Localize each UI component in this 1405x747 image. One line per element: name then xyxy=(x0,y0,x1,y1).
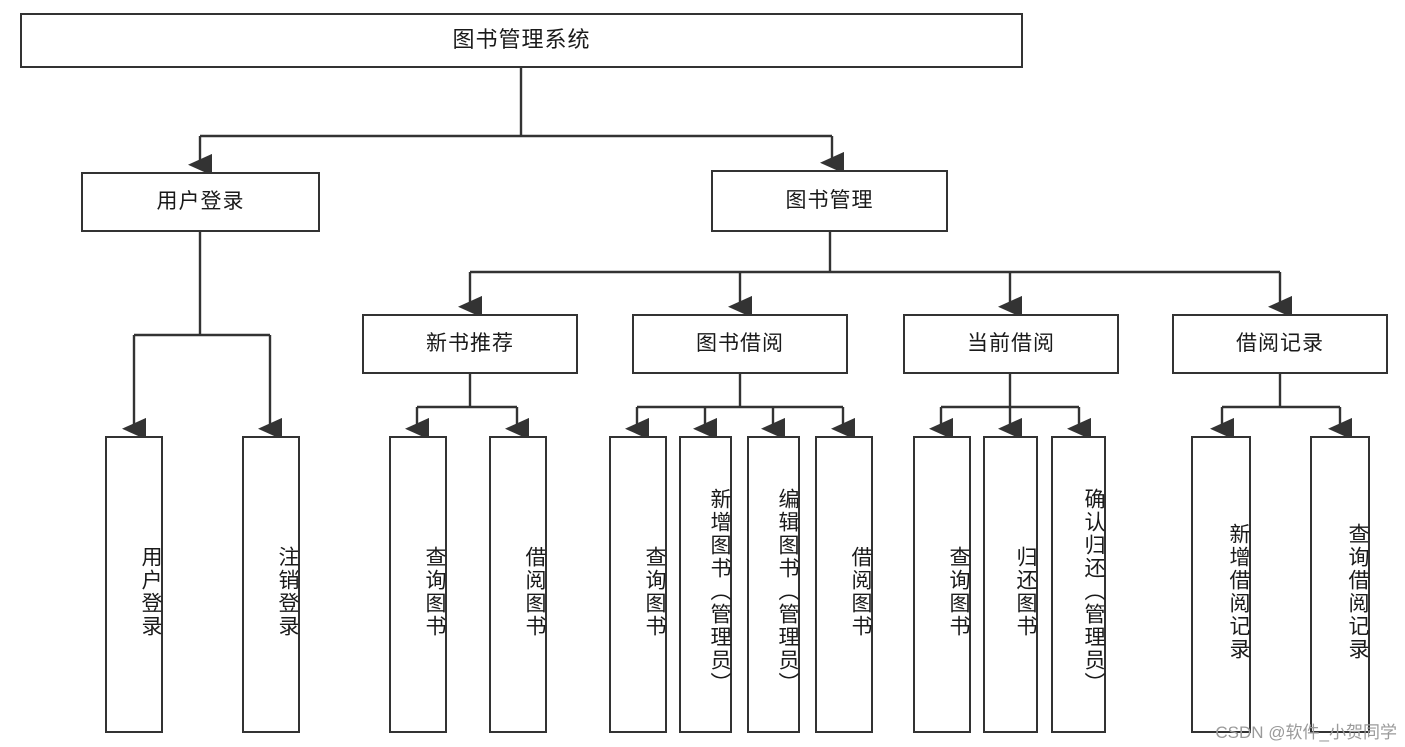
node-root-book-management-system[interactable]: 图书管理系统 xyxy=(20,13,1023,68)
node-leaf-borrow-book[interactable]: 借阅图书 xyxy=(815,436,873,733)
node-leaf-confirm-return-admin[interactable]: 确认归还（管理员） xyxy=(1051,436,1106,733)
node-label: 借阅记录 xyxy=(1236,332,1324,356)
node-current-borrowing[interactable]: 当前借阅 xyxy=(903,314,1119,374)
node-label: 查询借阅记录 xyxy=(1346,522,1369,661)
node-label: 当前借阅 xyxy=(967,332,1055,356)
node-leaf-user-login[interactable]: 用户登录 xyxy=(105,436,163,733)
node-book-borrowing[interactable]: 图书借阅 xyxy=(632,314,848,374)
node-leaf-query-book-recommend[interactable]: 查询图书 xyxy=(389,436,447,733)
node-label: 归还图书 xyxy=(1014,545,1037,638)
node-leaf-query-book-current[interactable]: 查询图书 xyxy=(913,436,971,733)
node-label: 确认归还（管理员） xyxy=(1082,488,1105,695)
node-label: 用户登录 xyxy=(156,190,245,214)
node-leaf-return-book[interactable]: 归还图书 xyxy=(983,436,1038,733)
node-user-login[interactable]: 用户登录 xyxy=(81,172,320,232)
node-label: 查询图书 xyxy=(947,545,970,638)
node-leaf-logout[interactable]: 注销登录 xyxy=(242,436,300,733)
node-label: 图书管理系统 xyxy=(452,27,591,53)
node-label: 新书推荐 xyxy=(426,332,514,356)
node-label: 用户登录 xyxy=(139,545,162,638)
node-leaf-edit-book-admin[interactable]: 编辑图书（管理员） xyxy=(747,436,800,733)
node-leaf-add-borrow-record[interactable]: 新增借阅记录 xyxy=(1191,436,1251,733)
node-label: 编辑图书（管理员） xyxy=(776,488,799,695)
node-label: 查询图书 xyxy=(643,545,666,638)
node-new-book-recommendation[interactable]: 新书推荐 xyxy=(362,314,578,374)
node-label: 图书管理 xyxy=(785,189,874,213)
node-leaf-query-borrow-record[interactable]: 查询借阅记录 xyxy=(1310,436,1370,733)
node-label: 借阅图书 xyxy=(523,545,546,638)
node-borrowing-records[interactable]: 借阅记录 xyxy=(1172,314,1388,374)
node-label: 新增借阅记录 xyxy=(1227,522,1250,661)
node-book-management[interactable]: 图书管理 xyxy=(711,170,948,232)
node-leaf-query-book-borrow[interactable]: 查询图书 xyxy=(609,436,667,733)
node-leaf-add-book-admin[interactable]: 新增图书（管理员） xyxy=(679,436,732,733)
node-leaf-borrow-book-recommend[interactable]: 借阅图书 xyxy=(489,436,547,733)
node-label: 查询图书 xyxy=(423,545,446,638)
node-label: 注销登录 xyxy=(276,545,299,638)
watermark: CSDN @软件_小贺同学 xyxy=(1215,723,1397,742)
node-label: 借阅图书 xyxy=(849,545,872,638)
node-label: 图书借阅 xyxy=(696,332,784,356)
node-label: 新增图书（管理员） xyxy=(708,488,731,695)
